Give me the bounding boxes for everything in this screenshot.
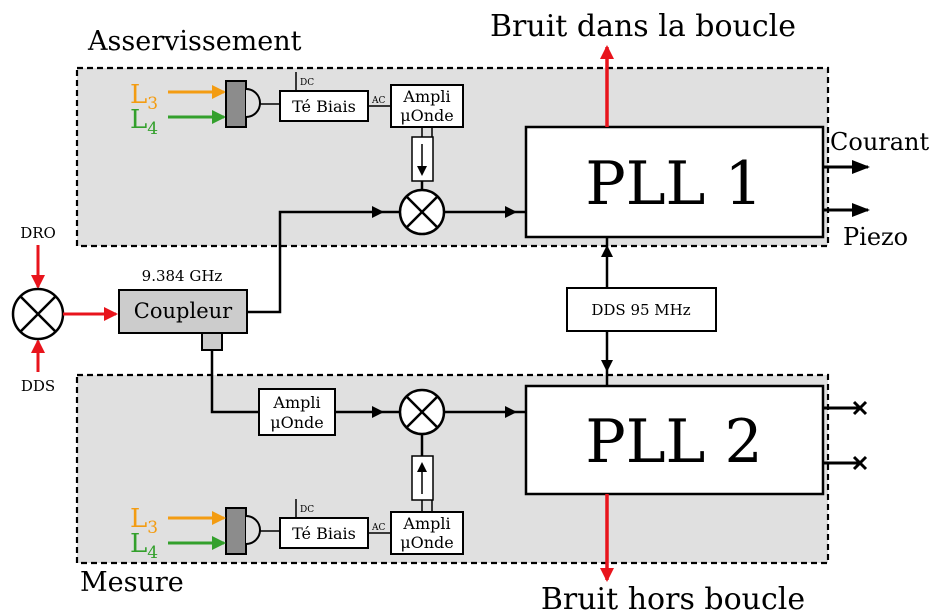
svg-text:L3: L3 (130, 504, 158, 538)
photodetector-top (225, 80, 261, 128)
ampli-bottom-line2: μOnde (400, 533, 454, 552)
dds95-label: DDS 95 MHz (591, 301, 690, 319)
ac-label-top: AC (371, 96, 385, 106)
pll2-label: PLL 2 (585, 407, 762, 477)
coupleur-port (201, 332, 223, 351)
laser-l4-label-top: L4 (130, 105, 158, 139)
output-piezo-label: Piezo (843, 223, 908, 251)
ampli-top (390, 84, 464, 128)
bottom-title: Bruit hors boucle (541, 582, 805, 614)
bias-tee-top-label: Té Biais (292, 97, 356, 116)
svg-text:L4: L4 (130, 105, 158, 139)
ac-label-bottom: AC (371, 523, 385, 533)
region-top-label: Asservissement (87, 26, 302, 57)
coupleur-box (118, 289, 248, 334)
ampli-top-line1: Ampli (402, 87, 450, 106)
laser-l4-label-bottom: L4 (130, 529, 158, 563)
coupleur-label: Coupleur (134, 299, 233, 323)
dds95-to-pll1-arrowhead (601, 245, 613, 257)
dds95-box (566, 287, 717, 332)
svg-text:L3: L3 (130, 80, 158, 114)
mixer-to-pll2-arrowhead (505, 406, 517, 418)
ampli-bottom-inline-line1: Ampli (272, 393, 320, 412)
pll2-output-unused-2 (823, 455, 868, 471)
mixer-to-pll1-arrowhead (505, 206, 517, 218)
dds-label: DDS (21, 377, 55, 395)
svg-text:L4: L4 (130, 529, 158, 563)
output-courant-label: Courant (830, 128, 930, 156)
region-bottom-label: Mesure (80, 567, 184, 598)
ampli-to-mixer-bottom-arrowhead (372, 406, 384, 418)
ampli-bottom-line1: Ampli (402, 514, 450, 533)
bias-tee-bottom (279, 517, 369, 549)
coupleur-to-mixer-top (247, 210, 400, 314)
ampli-bottom (390, 511, 464, 555)
coupleur-to-ampli-bottom (210, 350, 259, 414)
dds95-to-pll2-arrowhead (601, 360, 613, 372)
laser-l3-label-top: L3 (130, 80, 158, 114)
dc-label-top: DC (300, 78, 314, 88)
freq-label: 9.384 GHz (142, 267, 223, 285)
photodetector-bottom (225, 507, 261, 555)
ampli-bottom-inline-line2: μOnde (270, 413, 324, 432)
mixer-top (398, 188, 446, 236)
coupleur-to-mixer-top-arrowhead (372, 206, 384, 218)
dro-label: DRO (20, 224, 56, 242)
mixer-source (11, 287, 65, 341)
laser-l3-label-bottom: L3 (130, 504, 158, 538)
pll1-box (524, 125, 825, 239)
bias-tee-bottom-label: Té Biais (292, 524, 356, 543)
pll2-box (524, 384, 825, 496)
pll1-label: PLL 1 (585, 149, 762, 219)
dc-label-bottom: DC (300, 505, 314, 515)
mixer-bottom (398, 388, 446, 436)
top-title: Bruit dans la boucle (490, 9, 796, 44)
pll2-output-unused-1 (823, 400, 868, 416)
ampli-top-line2: μOnde (400, 106, 454, 125)
